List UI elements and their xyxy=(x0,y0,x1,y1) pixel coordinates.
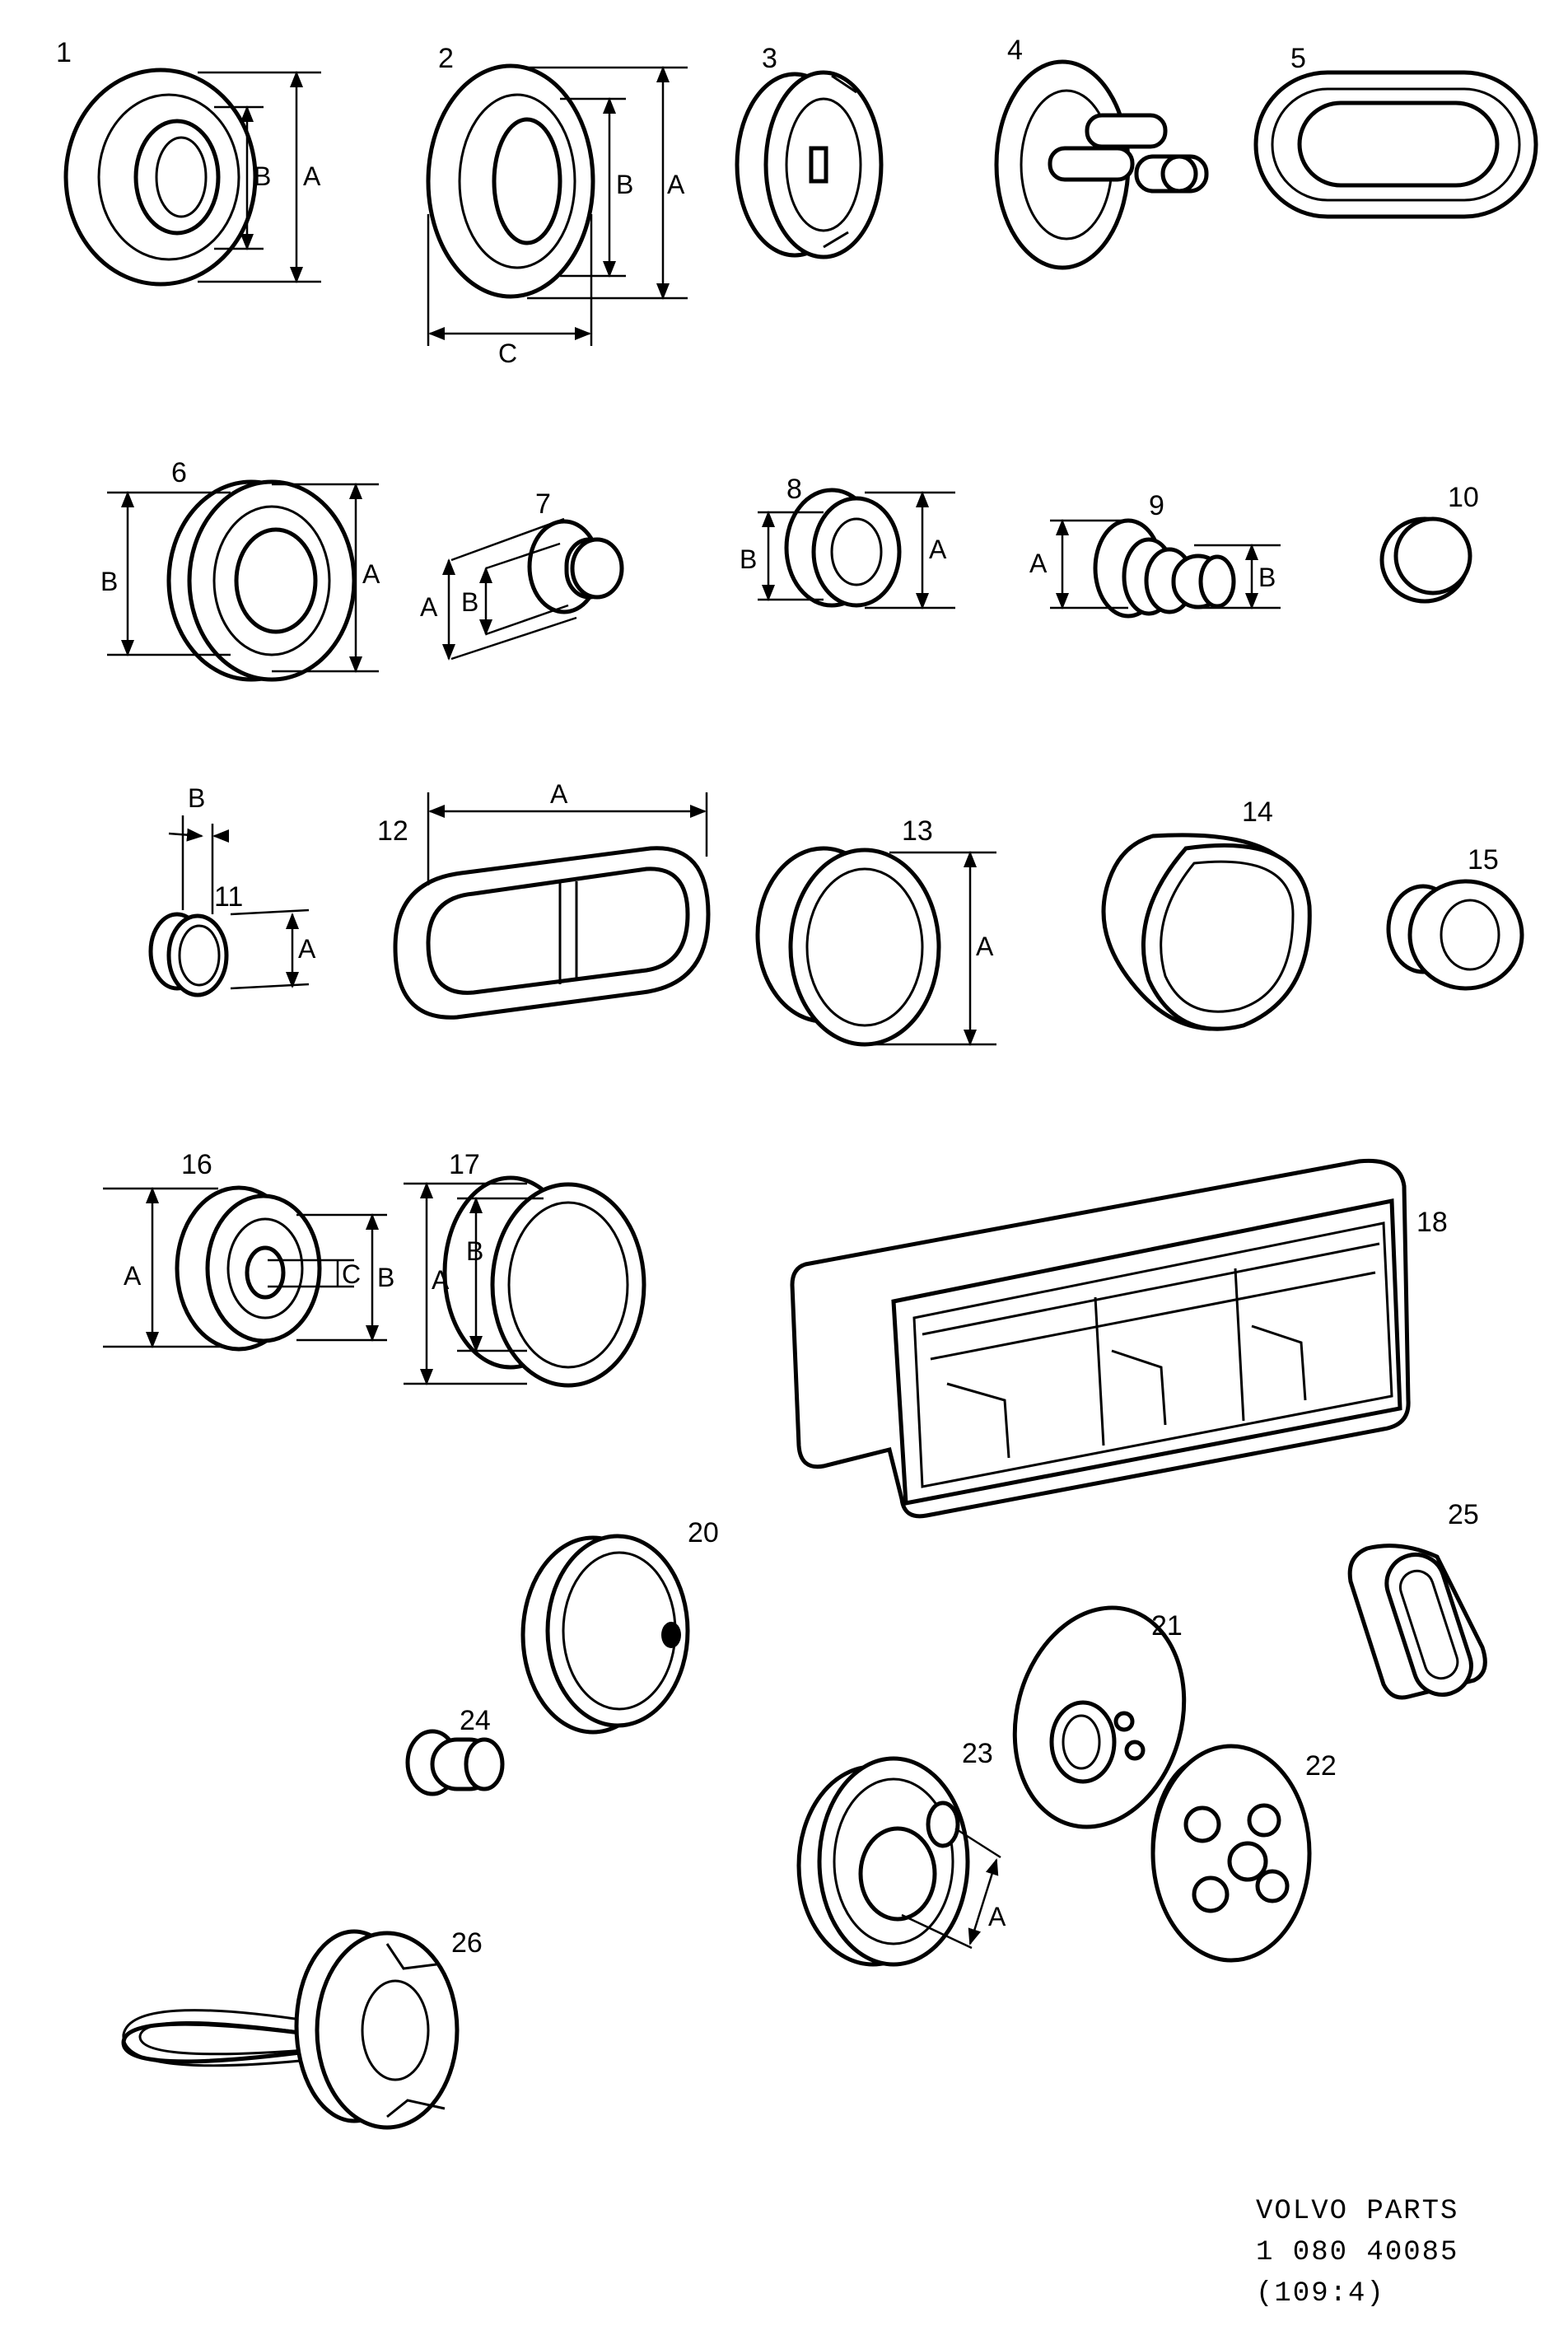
dim-label-a: A xyxy=(988,1902,1006,1931)
dim-label-c: C xyxy=(498,339,517,368)
part-number-9: 9 xyxy=(1149,490,1164,521)
part-number-5: 5 xyxy=(1290,43,1306,74)
grommet-5 xyxy=(1253,70,1538,219)
vent-18 xyxy=(790,1158,1411,1519)
grommet-21: A xyxy=(796,1756,1006,1967)
part-number-18: 18 xyxy=(1416,1207,1448,1238)
dim-label-a: A xyxy=(667,170,685,199)
part-number-6: 6 xyxy=(171,457,187,488)
grommet-24 xyxy=(1347,1544,1487,1700)
part-number-21: 23 xyxy=(962,1738,993,1769)
dim-label-a: A xyxy=(550,779,568,809)
grommet-1: B A xyxy=(63,68,321,287)
part-number-15: 15 xyxy=(1468,844,1499,876)
grommet-14 xyxy=(1101,833,1312,1031)
part-number-1: 1 xyxy=(56,37,72,68)
footer-catalog-number: 1 080 40085 xyxy=(1256,2237,1459,2268)
part-number-14: 14 xyxy=(1242,796,1273,828)
catalog-footer: VOLVO PARTS 1 080 40085 (109:4) xyxy=(1256,2191,1458,2314)
dim-label-b: B xyxy=(616,170,633,199)
part-number-20: 20 xyxy=(688,1517,719,1548)
part-number-16: 16 xyxy=(181,1149,212,1180)
grommet-6: B A xyxy=(100,479,380,682)
part-number-12: 12 xyxy=(377,815,408,847)
dim-label-b: B xyxy=(377,1263,394,1292)
grommet-26 xyxy=(121,1929,460,2130)
grommet-16: A B C xyxy=(103,1185,394,1352)
grommet-12: A xyxy=(393,779,711,1020)
dim-label-a: A xyxy=(124,1261,142,1291)
part-number-17: 17 xyxy=(449,1149,480,1180)
part-number-13: 13 xyxy=(902,815,933,847)
dim-label-a: A xyxy=(1029,549,1048,578)
grommet-3 xyxy=(735,70,884,259)
part-number-24: 25 xyxy=(1448,1499,1479,1530)
dim-label-a: A xyxy=(432,1265,450,1295)
grommet-8: B A xyxy=(740,488,955,610)
part-number-4: 4 xyxy=(1007,35,1023,66)
grommet-2: B A C xyxy=(426,63,688,368)
dim-label-b: B xyxy=(740,544,757,574)
grommet-9: A B xyxy=(1029,518,1281,619)
grommet-23 xyxy=(1150,1744,1312,1963)
dim-label-b: B xyxy=(100,567,118,596)
dim-label-b: B xyxy=(254,161,271,191)
part-number-25: 24 xyxy=(460,1705,491,1736)
plug-7: A B xyxy=(420,517,624,661)
grommet-17: A B xyxy=(404,1175,646,1388)
part-number-3: 3 xyxy=(762,43,777,74)
plug-25 xyxy=(405,1729,505,1796)
dim-label-b: B xyxy=(461,587,478,617)
part-number-10: 10 xyxy=(1448,482,1479,513)
dim-label-a: A xyxy=(362,559,380,589)
grommet-15 xyxy=(1386,879,1524,991)
part-number-26: 26 xyxy=(451,1927,483,1959)
part-number-23: 22 xyxy=(1305,1750,1337,1782)
dim-label-a: A xyxy=(298,934,316,964)
part-number-8: 8 xyxy=(786,474,802,505)
plug-20 xyxy=(520,1534,690,1735)
dim-label-b: B xyxy=(466,1236,483,1266)
grommet-4 xyxy=(994,59,1209,270)
dim-label-b: B xyxy=(188,783,205,813)
grommet-11: B A xyxy=(148,783,316,997)
part-number-7: 7 xyxy=(535,488,551,520)
part-number-22: 21 xyxy=(1151,1610,1183,1642)
footer-brand: VOLVO PARTS xyxy=(1256,2196,1459,2227)
dim-label-a: A xyxy=(303,161,321,191)
dim-label-a: A xyxy=(420,592,438,622)
dim-label-a: A xyxy=(976,932,994,961)
footer-section-ref: (109:4) xyxy=(1256,2278,1385,2310)
part-number-2: 2 xyxy=(438,43,454,74)
grommet-13: A xyxy=(755,846,996,1047)
plug-10 xyxy=(1379,516,1472,604)
part-number-11: 11 xyxy=(214,881,243,913)
dim-label-a: A xyxy=(929,535,947,564)
dim-label-c: C xyxy=(342,1259,361,1289)
dim-label-b: B xyxy=(1258,563,1276,592)
grommet-22 xyxy=(1012,1605,1187,1829)
